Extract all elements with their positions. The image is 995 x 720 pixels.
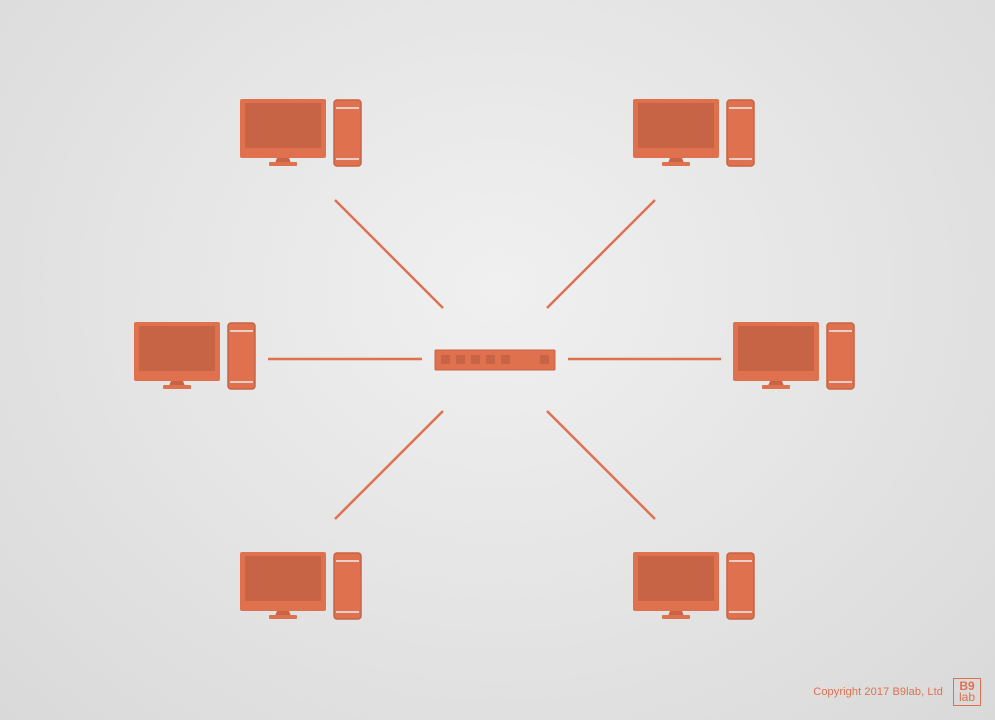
connection-lines [268, 199, 721, 520]
connection-line-top-right [546, 199, 656, 309]
monitor-stand [668, 158, 684, 163]
connection-line-bottom-left [334, 410, 444, 520]
pc-tower [726, 552, 755, 620]
network-switch-icon [434, 349, 556, 371]
logo-line-1: B9 [959, 679, 975, 693]
monitor-base [762, 385, 790, 389]
switch-port [501, 355, 510, 364]
top-left-desktop-computer-icon [240, 99, 362, 167]
switch-port [456, 355, 465, 364]
monitor-base [163, 385, 191, 389]
switch-port [540, 355, 549, 364]
bottom-right-desktop-computer-icon [633, 552, 755, 620]
monitor-base [662, 615, 690, 619]
monitor-screen [738, 326, 814, 371]
bottom-left-desktop-computer-icon [240, 552, 362, 620]
footer: Copyright 2017 B9lab, Ltd B9 lab [813, 678, 981, 706]
connection-line-bottom-right [546, 410, 656, 520]
monitor-base [662, 162, 690, 166]
monitor-stand [668, 611, 684, 616]
monitor-stand [169, 381, 185, 386]
switch-port [441, 355, 450, 364]
monitor-screen [638, 103, 714, 148]
b9lab-logo: B9 lab [953, 678, 981, 706]
monitor-stand [768, 381, 784, 386]
pc-tower [333, 99, 362, 167]
copyright-text: Copyright 2017 B9lab, Ltd [813, 686, 943, 698]
pc-tower [726, 99, 755, 167]
pc-tower [227, 322, 256, 390]
monitor-screen [245, 556, 321, 601]
monitor-base [269, 162, 297, 166]
connection-line-top-left [334, 199, 444, 309]
top-right-desktop-computer-icon [633, 99, 755, 167]
middle-left-desktop-computer-icon [134, 322, 256, 390]
monitor-stand [275, 611, 291, 616]
monitor-screen [638, 556, 714, 601]
pc-tower [826, 322, 855, 390]
switch-port [471, 355, 480, 364]
middle-right-desktop-computer-icon [733, 322, 855, 390]
monitor-screen [139, 326, 215, 371]
pc-tower [333, 552, 362, 620]
switch-port [486, 355, 495, 364]
monitor-stand [275, 158, 291, 163]
monitor-base [269, 615, 297, 619]
logo-line-2: lab [958, 690, 975, 704]
computer-nodes [134, 99, 855, 620]
monitor-screen [245, 103, 321, 148]
